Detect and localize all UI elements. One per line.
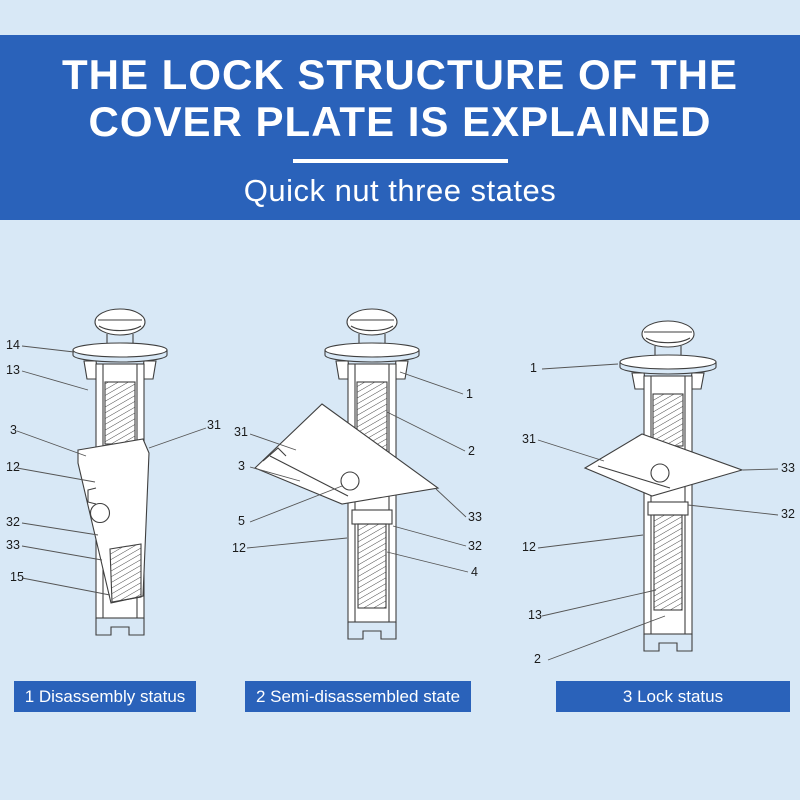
leader-lines	[537, 363, 779, 661]
washer	[619, 354, 717, 375]
callout-label: 5	[238, 514, 245, 528]
callout-label: 33	[6, 538, 20, 552]
figure-semi-disassembled: 31 3 5 12 1 2 33 32 4	[230, 298, 482, 658]
callout-label: 13	[528, 608, 542, 622]
figure-2-drawing	[246, 308, 469, 640]
lower-spring	[357, 523, 387, 609]
caption-disassembly: 1 Disassembly status	[14, 681, 196, 712]
figure-3-drawing	[537, 320, 779, 661]
callout-label: 33	[781, 461, 795, 475]
caption-lock-status: 3 Lock status	[556, 681, 790, 712]
callout-label: 12	[6, 460, 20, 474]
page-title: THE LOCK STRUCTURE OF THE COVER PLATE IS…	[0, 51, 800, 145]
lock-lever	[583, 433, 744, 497]
nut-collar	[351, 509, 393, 525]
callout-label: 1	[530, 361, 537, 375]
callout-label: 32	[468, 539, 482, 553]
nut-collar	[647, 501, 689, 516]
pivot-hole	[89, 502, 111, 524]
header-banner: THE LOCK STRUCTURE OF THE COVER PLATE IS…	[0, 35, 800, 220]
pivot-hole	[650, 463, 670, 483]
callout-label: 15	[10, 570, 24, 584]
callout-label: 3	[10, 423, 17, 437]
washer	[72, 342, 168, 363]
callout-label: 13	[6, 363, 20, 377]
callout-label: 2	[468, 444, 475, 458]
upper-spring	[104, 381, 136, 445]
callout-label: 31	[522, 432, 536, 446]
callout-label: 4	[471, 565, 478, 579]
callout-label: 31	[234, 425, 248, 439]
callout-label: 33	[468, 510, 482, 524]
callout-label: 3	[238, 459, 245, 473]
callout-label: 31	[207, 418, 221, 432]
lock-lever	[77, 438, 150, 604]
lower-spring	[653, 514, 683, 611]
figure-disassembly: 14 13 3 12 32 33 15 31	[0, 300, 245, 650]
screw-head	[94, 308, 146, 346]
pivot-hole	[340, 471, 360, 491]
callout-label: 12	[522, 540, 536, 554]
figure-1-drawing	[16, 308, 207, 636]
callout-label: 12	[232, 541, 246, 555]
washer	[324, 342, 420, 363]
base-feet	[347, 622, 397, 640]
title-divider	[292, 159, 508, 163]
callout-label: 2	[534, 652, 541, 666]
callout-label: 32	[6, 515, 20, 529]
upper-spring	[652, 393, 684, 447]
lower-spring	[109, 543, 142, 603]
screw-head	[346, 308, 398, 346]
callout-label: 14	[6, 338, 20, 352]
leader-lines	[16, 345, 207, 596]
lock-lever	[254, 403, 440, 505]
callout-label: 32	[781, 507, 795, 521]
title-line-2: COVER PLATE IS EXPLAINED	[88, 98, 712, 145]
caption-semi-disassembled: 2 Semi-disassembled state	[245, 681, 471, 712]
base-feet	[95, 618, 145, 636]
figure-lock-status: 1 31 12 13 2 33 32	[520, 298, 795, 673]
base-feet	[643, 634, 693, 652]
title-line-1: THE LOCK STRUCTURE OF THE	[62, 51, 738, 98]
callout-label: 1	[466, 387, 473, 401]
leader-lines	[246, 371, 469, 573]
screw-head	[641, 320, 695, 358]
subtitle: Quick nut three states	[243, 173, 557, 208]
